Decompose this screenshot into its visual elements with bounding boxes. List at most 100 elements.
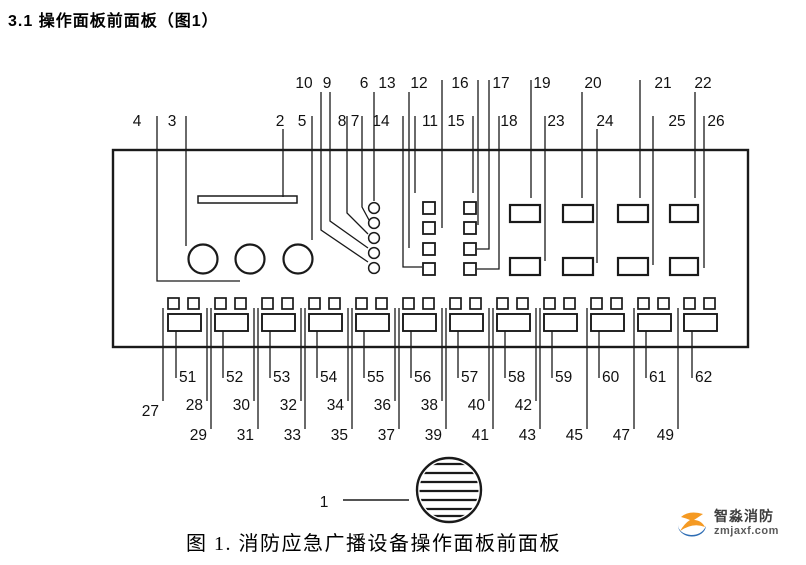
indicator-window-1-4 <box>422 262 436 276</box>
callout-16: 16 <box>451 75 468 92</box>
brand-logo: 智淼消防 zmjaxf.com <box>674 503 779 543</box>
callout-20: 20 <box>584 75 602 92</box>
zone-key-unit-9 <box>543 297 578 332</box>
callout-61: 61 <box>649 369 666 386</box>
zone-led-b <box>281 297 294 310</box>
zone-led-b <box>563 297 576 310</box>
zone-led-b <box>657 297 670 310</box>
zone-key-cap <box>214 313 249 332</box>
zone-key-unit-3 <box>261 297 296 332</box>
zone-key-unit-10 <box>590 297 625 332</box>
indicator-window-2-3 <box>463 242 477 256</box>
callout-2: 2 <box>276 113 285 130</box>
zone-key-unit-11 <box>637 297 672 332</box>
callout-32: 32 <box>280 397 297 414</box>
zone-key-unit-1 <box>167 297 202 332</box>
status-led-2 <box>367 216 381 230</box>
zone-key-row <box>167 297 718 332</box>
zone-key-unit-6 <box>402 297 437 332</box>
zone-key-unit-5 <box>355 297 390 332</box>
indicator-columns <box>422 201 477 276</box>
control-button-2-4 <box>668 256 700 277</box>
control-button-2-3 <box>616 256 650 277</box>
status-led-4 <box>367 246 381 260</box>
callout-18: 18 <box>500 113 517 130</box>
callout-24: 24 <box>596 113 614 130</box>
callout-27: 27 <box>142 403 159 420</box>
zone-led-a <box>402 297 415 310</box>
callout-55: 55 <box>367 369 384 386</box>
callout-10: 10 <box>295 75 313 92</box>
callout-47: 47 <box>613 427 630 444</box>
control-button-grid <box>508 203 700 277</box>
figure-caption: 图 1. 消防应急广播设备操作面板前面板 <box>186 533 561 555</box>
control-button-1-4 <box>668 203 700 224</box>
callout-58: 58 <box>508 369 525 386</box>
callout-39: 39 <box>425 427 442 444</box>
callout-36: 36 <box>374 397 391 414</box>
knob-1 <box>187 243 219 275</box>
zone-led-a <box>355 297 368 310</box>
callout-3: 3 <box>168 113 177 130</box>
zone-led-a <box>543 297 556 310</box>
callout-52: 52 <box>226 369 243 386</box>
status-led-1 <box>367 201 381 215</box>
callout-8: 8 <box>338 113 347 130</box>
monitor-speaker <box>343 456 483 524</box>
zone-led-a <box>167 297 180 310</box>
zone-led-b <box>703 297 716 310</box>
knob-3 <box>282 243 314 275</box>
zone-key-cap <box>355 313 390 332</box>
zone-led-b <box>234 297 247 310</box>
zone-key-cap <box>543 313 578 332</box>
callout-59: 59 <box>555 369 572 386</box>
zone-led-b <box>187 297 200 310</box>
brand-domain: zmjaxf.com <box>714 524 779 537</box>
callout-22: 22 <box>694 75 711 92</box>
control-button-2-2 <box>561 256 595 277</box>
panel-outline <box>111 148 750 349</box>
callout-45: 45 <box>566 427 583 444</box>
callout-19: 19 <box>533 75 550 92</box>
brand-name: 智淼消防 <box>714 508 774 525</box>
callout-53: 53 <box>273 369 290 386</box>
zone-key-cap <box>590 313 625 332</box>
zone-led-a <box>637 297 650 310</box>
knob-2 <box>234 243 266 275</box>
control-button-1-2 <box>561 203 595 224</box>
speaker-grille-lines <box>419 462 479 518</box>
callout-38: 38 <box>421 397 438 414</box>
callout-34: 34 <box>327 397 345 414</box>
control-button-1-3 <box>616 203 650 224</box>
callout-43: 43 <box>519 427 536 444</box>
zone-led-a <box>590 297 603 310</box>
callout-5: 5 <box>298 113 307 130</box>
leader-9 <box>329 92 369 249</box>
callout-21: 21 <box>654 75 671 92</box>
section-heading: 3.1 操作面板前面板（图1） <box>8 13 219 30</box>
zone-key-cap <box>683 313 718 332</box>
callout-60: 60 <box>602 369 620 386</box>
zone-key-cap <box>308 313 343 332</box>
callout-57: 57 <box>461 369 478 386</box>
status-led-3 <box>367 231 381 245</box>
status-led-5 <box>367 261 381 275</box>
callout-31: 31 <box>237 427 254 444</box>
callout-25: 25 <box>668 113 685 130</box>
zone-leader-lines <box>162 308 693 429</box>
callout-30: 30 <box>233 397 251 414</box>
zone-key-unit-8 <box>496 297 531 332</box>
zone-led-a <box>308 297 321 310</box>
leader-18 <box>477 116 500 270</box>
leader-7 <box>361 116 370 221</box>
control-button-1-1 <box>508 203 542 224</box>
speaker-circle <box>415 456 483 524</box>
zone-key-cap <box>637 313 672 332</box>
zone-led-b <box>422 297 435 310</box>
leader-17 <box>477 80 490 250</box>
callout-42: 42 <box>515 397 532 414</box>
callout-15: 15 <box>447 113 464 130</box>
callout-29: 29 <box>190 427 207 444</box>
callout-6: 6 <box>360 75 369 92</box>
knobs <box>187 243 314 275</box>
